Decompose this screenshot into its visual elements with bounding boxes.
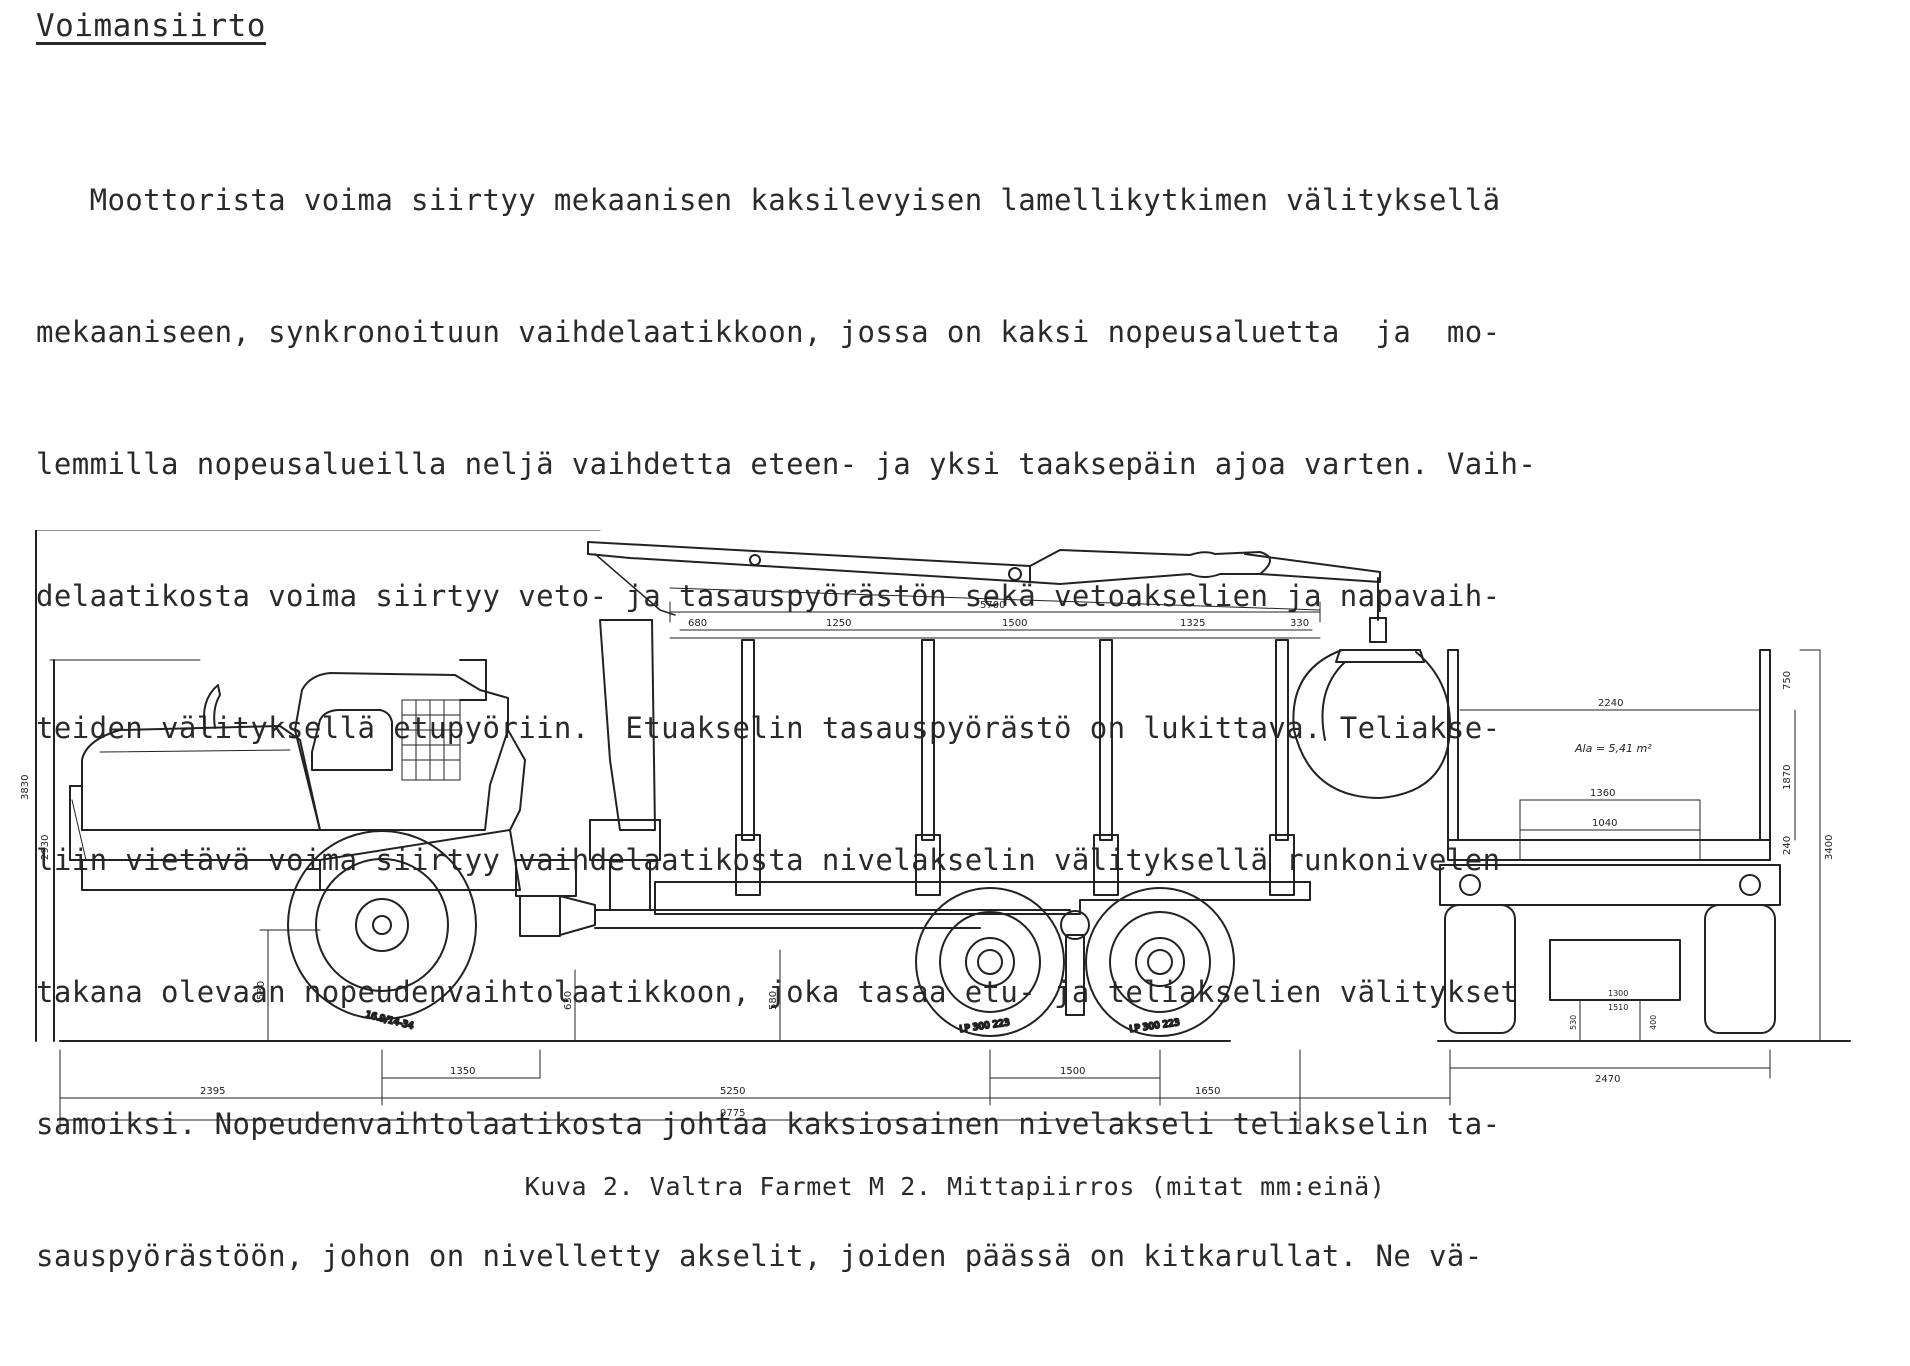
dim-bunk-seg-5: 330 [1290,618,1309,629]
stake [735,639,761,896]
paragraph-line: takana olevaan nopeudenvaihtolaatikkoon,… [36,975,1519,1009]
dim-axle-to-joint: 1350 [450,1066,475,1077]
dim-boom-reach: 5700 [980,600,1005,611]
paragraph-line: mekaaniseen, synkronoituun vaihdelaatikk… [36,315,1501,349]
paragraph-line: sauspyörästöön, johon on nivelletty akse… [36,1239,1483,1273]
paragraph-line: samoiksi. Nopeudenvaihtolaatikosta johta… [36,1107,1501,1141]
dim-clearance-front: 580 [256,981,267,1000]
stake [915,639,941,896]
dim-rear-clear-2: 400 [1649,1015,1658,1030]
stake [1269,639,1295,896]
dim-cab-height: 2930 [40,835,51,860]
rear-view [1439,649,1821,1079]
dim-rear-total-height: 3400 [1824,835,1835,860]
tractor-unit: 16.9/14-34 [69,659,526,1033]
dim-rear-stake-top: 750 [1782,671,1793,690]
bogie-wheel-front [915,887,1065,1037]
dim-clearance-bogie: 580 [768,991,779,1010]
dim-rear-overhang: 1650 [1195,1086,1220,1097]
dim-bunk-seg-2: 1250 [826,618,851,629]
paragraph-line: delaatikosta voima siirtyy veto- ja tasa… [36,579,1501,613]
front-tire-label: 16.9/14-34 [364,1010,414,1032]
dim-rear-small-2: 1510 [1608,1003,1628,1012]
dim-bunk-seg-1: 680 [688,618,707,629]
bogie-wheel-rear [1085,887,1235,1037]
bogie-tire-label-1: LP 300 223 [959,1018,1010,1035]
forwarder-dimension-drawing: 16.9/14-34 [20,529,1890,1140]
paragraph-line: Moottorista voima siirtyy mekaanisen kak… [36,183,1501,217]
stake [1093,639,1119,896]
dim-rear-stake-mid: 1870 [1782,765,1793,790]
dim-rear-small-1: 1300 [1608,989,1628,998]
figure-caption: Kuva 2. Valtra Farmet M 2. Mittapiirros … [524,1172,1386,1201]
section-heading: Voimansiirto [36,8,266,44]
dim-rear-bunk-height: 240 [1782,836,1793,855]
dim-rear-top-width: 2240 [1598,698,1623,709]
dim-wheelbase: 5250 [720,1086,745,1097]
dim-rear-width: 2470 [1595,1074,1620,1085]
dim-rear-clear-1: 530 [1569,1015,1578,1030]
dim-rear-inner-width-1: 1360 [1590,788,1615,799]
document-page: Voimansiirto Moottorista voima siirtyy m… [20,8,1890,1273]
front-wheel [287,830,477,1020]
bogie-tire-label-2: LP 300 223 [1129,1018,1180,1035]
drawing-svg: 16.9/14-34 [20,529,1851,1131]
load-area-label: Ala = 5,41 m² [1574,742,1652,755]
dim-bunk-seg-3: 1500 [1002,618,1027,629]
articulation-joint [515,859,1071,937]
paragraph-line: teiden välityksellä etupyöriin. Etuaksel… [36,711,1501,745]
dim-bunk-seg-4: 1325 [1180,618,1205,629]
paragraph-line: lemmilla nopeusalueilla neljä vaihdetta … [36,447,1537,481]
dim-front-overhang: 2395 [200,1086,225,1097]
dim-rear-inner-width-2: 1040 [1592,818,1617,829]
dim-clearance-mid: 630 [563,991,574,1010]
dim-overall-height: 3830 [20,775,31,800]
dim-overall-length: 9775 [720,1108,745,1119]
dim-bogie-spacing: 1500 [1060,1066,1085,1077]
load-stakes [654,587,1321,915]
crane [587,541,1451,911]
grapple [1292,649,1451,799]
